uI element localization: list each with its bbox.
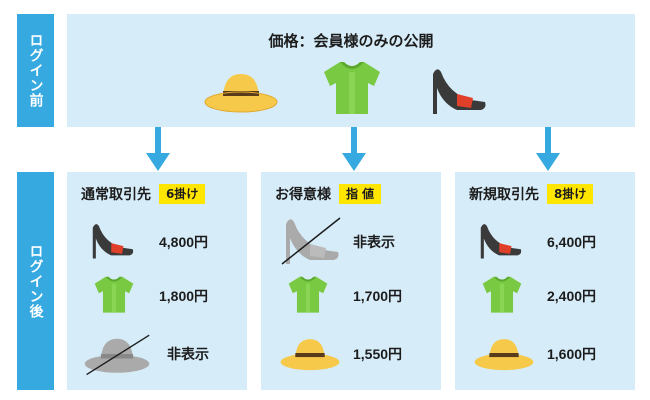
price-value: 1,600円 (547, 346, 597, 362)
rate-badge: 指 値 (339, 184, 382, 204)
arrow-down-icon (342, 127, 366, 171)
column-title: 通常取引先 (81, 187, 151, 203)
shirt-icon (288, 276, 328, 313)
column-valued: お得意様 指 値 非表示 1,700円 1,550円 (261, 172, 441, 390)
arrow-down-icon (146, 127, 170, 171)
column-regular: 通常取引先 6掛け 4,800円 1,800円 非表示 (67, 172, 247, 390)
hat-icon (204, 74, 278, 113)
price-value: 1,800円 (159, 288, 209, 304)
heel-icon (480, 224, 522, 259)
before-login-panel: 価格：会員様のみの公開 (67, 14, 635, 127)
shirt-icon (482, 276, 522, 313)
after-login-label: ログイン後 (17, 172, 54, 390)
price-hidden-label: 非表示 (353, 234, 395, 250)
before-login-label: ログイン前 (17, 14, 54, 127)
price-value: 6,400円 (547, 234, 597, 250)
top-price-title: 価格：会員様のみの公開 (268, 32, 434, 50)
arrow-down-icon (536, 127, 560, 171)
price-value: 1,700円 (353, 288, 403, 304)
heel-icon (433, 69, 486, 114)
column-title: お得意様 (275, 187, 331, 203)
rate-badge: 6掛け (159, 184, 206, 204)
shirt-icon (94, 276, 134, 313)
price-hidden-label: 非表示 (167, 346, 209, 362)
column-title: 新規取引先 (469, 187, 539, 203)
hat-icon (84, 334, 150, 376)
heel-icon (281, 217, 341, 265)
shirt-icon (324, 62, 380, 114)
column-new: 新規取引先 8掛け 6,400円 2,400円 1,600円 (455, 172, 635, 390)
price-value: 1,550円 (353, 346, 403, 362)
price-value: 4,800円 (159, 234, 209, 250)
price-value: 2,400円 (547, 288, 597, 304)
hat-icon (280, 339, 340, 371)
rate-badge: 8掛け (547, 184, 594, 204)
heel-icon (92, 224, 134, 259)
hat-icon (474, 339, 534, 371)
